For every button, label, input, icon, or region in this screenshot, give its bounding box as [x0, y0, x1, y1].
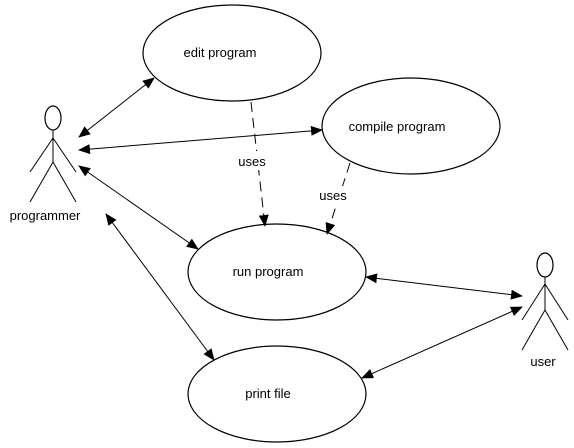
assoc-print-user — [361, 306, 523, 379]
print-file-ellipse — [187, 345, 367, 443]
uses-compile-run-label: uses — [319, 188, 347, 203]
assoc-programmer-edit — [78, 77, 155, 138]
use-case-compile-program: compile program — [321, 77, 501, 175]
uses-edit-run-line — [250, 101, 269, 227]
actor-programmer: programmer — [10, 105, 81, 223]
actor-user: user — [521, 252, 569, 369]
programmer-left-arm — [29, 137, 54, 173]
programmer-head — [44, 105, 62, 131]
uses-edit-run-label: uses — [238, 154, 266, 169]
use-case-print-file: print file — [187, 345, 367, 443]
run-program-label: run program — [233, 264, 304, 279]
compile-program-label: compile program — [349, 119, 446, 134]
user-label: user — [530, 354, 556, 369]
assoc-run-user — [365, 273, 523, 300]
uses-edit-run-label-bg — [234, 151, 272, 170]
user-right-arm — [544, 283, 569, 321]
uses-compile-run-label-bg — [314, 186, 352, 205]
programmer-label: programmer — [10, 208, 81, 223]
use-case-edit-program: edit program — [142, 4, 322, 102]
user-left-leg — [521, 309, 546, 351]
edit-program-label: edit program — [184, 45, 257, 60]
use-case-run-program: run program — [187, 223, 367, 321]
user-left-arm — [521, 283, 546, 321]
edit-program-ellipse — [142, 4, 322, 102]
assoc-programmer-print — [105, 213, 215, 361]
user-head — [536, 252, 554, 278]
print-file-label: print file — [245, 386, 291, 401]
assoc-programmer-run — [78, 165, 199, 250]
user-right-leg — [544, 309, 569, 351]
programmer-left-leg — [29, 161, 54, 203]
programmer-right-leg — [52, 161, 77, 203]
programmer-right-arm — [52, 137, 77, 173]
assoc-programmer-compile — [78, 125, 323, 155]
